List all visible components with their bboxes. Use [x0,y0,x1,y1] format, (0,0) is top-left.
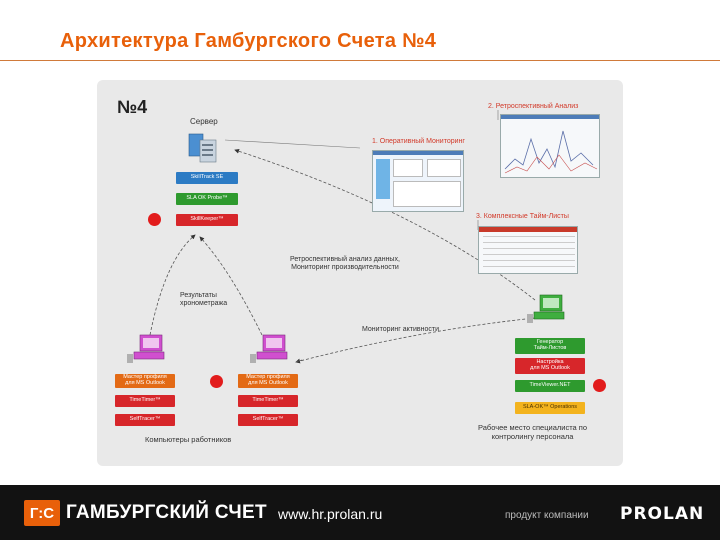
left-ws-component-1: Мастер профиля для MS Outlook [115,374,175,388]
view-label-retro: 2. Ретроспективный Анализ [488,103,579,110]
link-left-ws-server [149,234,196,336]
specialist-computer-icon [527,294,565,323]
link-right-ws-server [199,236,263,336]
specialist-component-4: SLA-OK™ Operations [515,402,585,414]
site-link[interactable]: www.hr.prolan.ru [278,506,383,522]
view-label-monitoring: 1. Оперативный Мониторинг [372,138,465,145]
employee-computer-icon-right [250,334,288,363]
red-marker-right-ws [210,375,223,388]
employee-computer-icon-left [127,334,165,363]
product-of-label: продукт компании [505,510,589,521]
link-specialist-server [234,148,536,301]
edge-label-retro-analysis: Ретроспективный анализ данных, Мониторин… [290,256,400,272]
specialist-label: Рабочее место специалиста по контролингу… [478,423,588,441]
title-divider [0,60,720,61]
server-component-1: SkillTrack SE [176,172,238,184]
left-ws-component-3: SelfTracer™ [115,414,175,426]
brand-name: ГАМБУРГСКИЙ СЧЕТ [66,502,267,523]
screenshot-monitoring [372,150,464,212]
link-specialist-workstation [295,317,536,364]
view-label-timesheets: 3. Комплексные Тайм-Листы [476,213,569,220]
right-ws-component-3: SelfTracer™ [238,414,298,426]
server-label: Сервер [190,117,218,126]
specialist-component-3: TimeViewer.NET [515,380,585,392]
server-component-2: SLA OK Probe™ [176,193,238,205]
edge-label-timing-results: Результаты хронометража [180,292,228,308]
screenshot-timesheets [478,226,578,274]
red-marker-specialist [593,379,606,392]
screenshot-retro-analysis [500,114,600,178]
footer-bar [0,485,720,540]
slide-title: Архитектура Гамбургского Счета №4 [60,30,437,52]
diagram-number: №4 [117,97,148,117]
company-logo: PROLAN [620,504,705,524]
retro-chart-thumbnail [504,130,598,174]
edge-label-activity-monitoring: Мониторинг активности [362,326,440,333]
specialist-component-2: Настройка для MS Outlook [515,358,585,374]
right-ws-component-2: TimeTimer™ [238,395,298,407]
employees-label: Компьютеры работников [145,435,232,444]
server-icon [188,133,217,163]
brand-logo: Г:С [24,500,60,526]
left-ws-component-2: TimeTimer™ [115,395,175,407]
right-ws-component-1: Мастер профиля для MS Outlook [238,374,298,388]
server-component-3: SkillKeeper™ [176,214,238,226]
link-server-views [224,139,361,149]
specialist-component-1: Генератор Тайм-Листов [515,338,585,354]
red-marker-server [148,213,161,226]
